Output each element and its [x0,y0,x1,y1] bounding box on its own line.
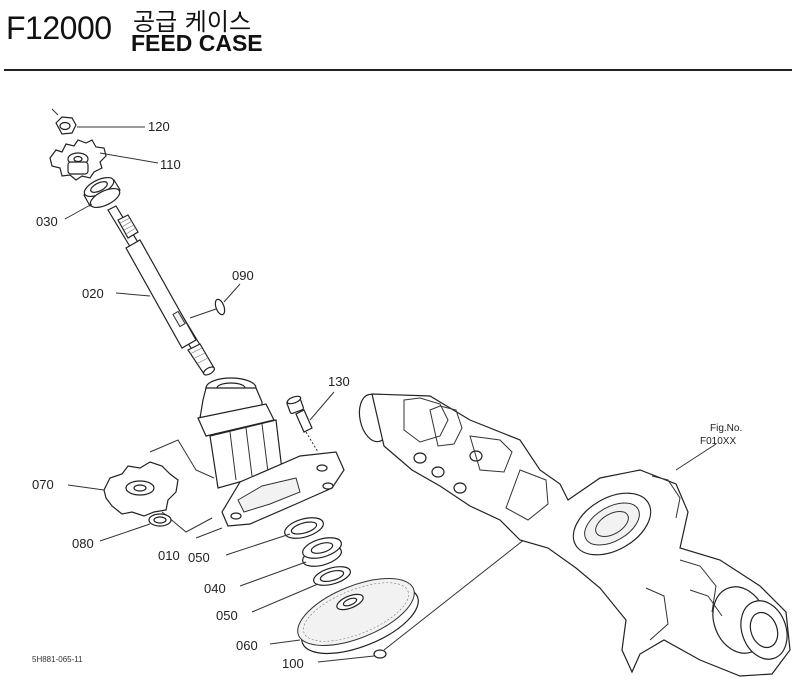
leader-070 [67,484,105,491]
leader-020 [115,292,151,297]
leader-060 [269,639,301,645]
part-010-feed-case[interactable] [197,377,345,527]
leader-fig-ref [675,443,717,471]
leader-040 [239,561,307,587]
part-110-sprocket[interactable] [49,139,107,181]
label-010[interactable]: 010 [158,548,180,563]
page-header: F12000 공급 케이스 FEED CASE [0,0,798,72]
label-070[interactable]: 070 [32,477,54,492]
label-020[interactable]: 020 [82,286,104,301]
part-130-bolt[interactable] [286,395,313,433]
label-110[interactable]: 110 [160,157,181,172]
label-120[interactable]: 120 [148,119,170,134]
part-120-nut[interactable] [51,108,77,135]
fig-ref-line2[interactable]: F010XX [700,436,736,447]
leader-070-bracket-a [149,439,215,479]
label-080[interactable]: 080 [72,536,94,551]
bolt-axis [305,431,319,453]
section-code: F12000 [6,10,112,46]
leader-110 [99,152,159,164]
leader-030 [64,203,93,220]
gear-case-assembly [358,393,791,677]
part-100-o-ring[interactable] [373,649,387,659]
label-030[interactable]: 030 [36,214,58,229]
leader-100 [317,655,375,663]
label-130[interactable]: 130 [328,374,350,389]
section-title-korean: 공급 케이스 [133,8,252,36]
section-title-english: FEED CASE [131,30,263,56]
part-070-sprocket[interactable] [103,461,179,517]
leader-130 [309,391,335,421]
header-divider [4,69,792,71]
part-050-ring-upper[interactable] [282,514,325,542]
part-030-bearing[interactable] [82,174,123,212]
leader-010 [195,527,223,539]
part-080-collar[interactable] [148,513,172,527]
leader-050-lower [251,583,319,613]
leader-080 [99,523,151,542]
leader-050-upper [225,533,291,556]
fig-ref-line1: Fig.No. [710,423,742,434]
part-050-ring-lower[interactable] [312,563,353,589]
part-020-shaft[interactable] [107,205,216,377]
label-050-lower[interactable]: 050 [216,608,238,623]
part-060-gear[interactable] [289,565,427,668]
footer-code: 5H881-065-11 [32,655,83,664]
label-060[interactable]: 060 [236,638,258,653]
label-050-upper[interactable]: 050 [188,550,210,565]
label-100[interactable]: 100 [282,656,304,671]
leader-090-b [223,283,241,303]
part-040-bearing[interactable] [300,534,343,570]
part-090-pin[interactable] [214,298,227,316]
label-090[interactable]: 090 [232,268,254,283]
leader-090-a [189,308,217,319]
label-040[interactable]: 040 [204,581,226,596]
